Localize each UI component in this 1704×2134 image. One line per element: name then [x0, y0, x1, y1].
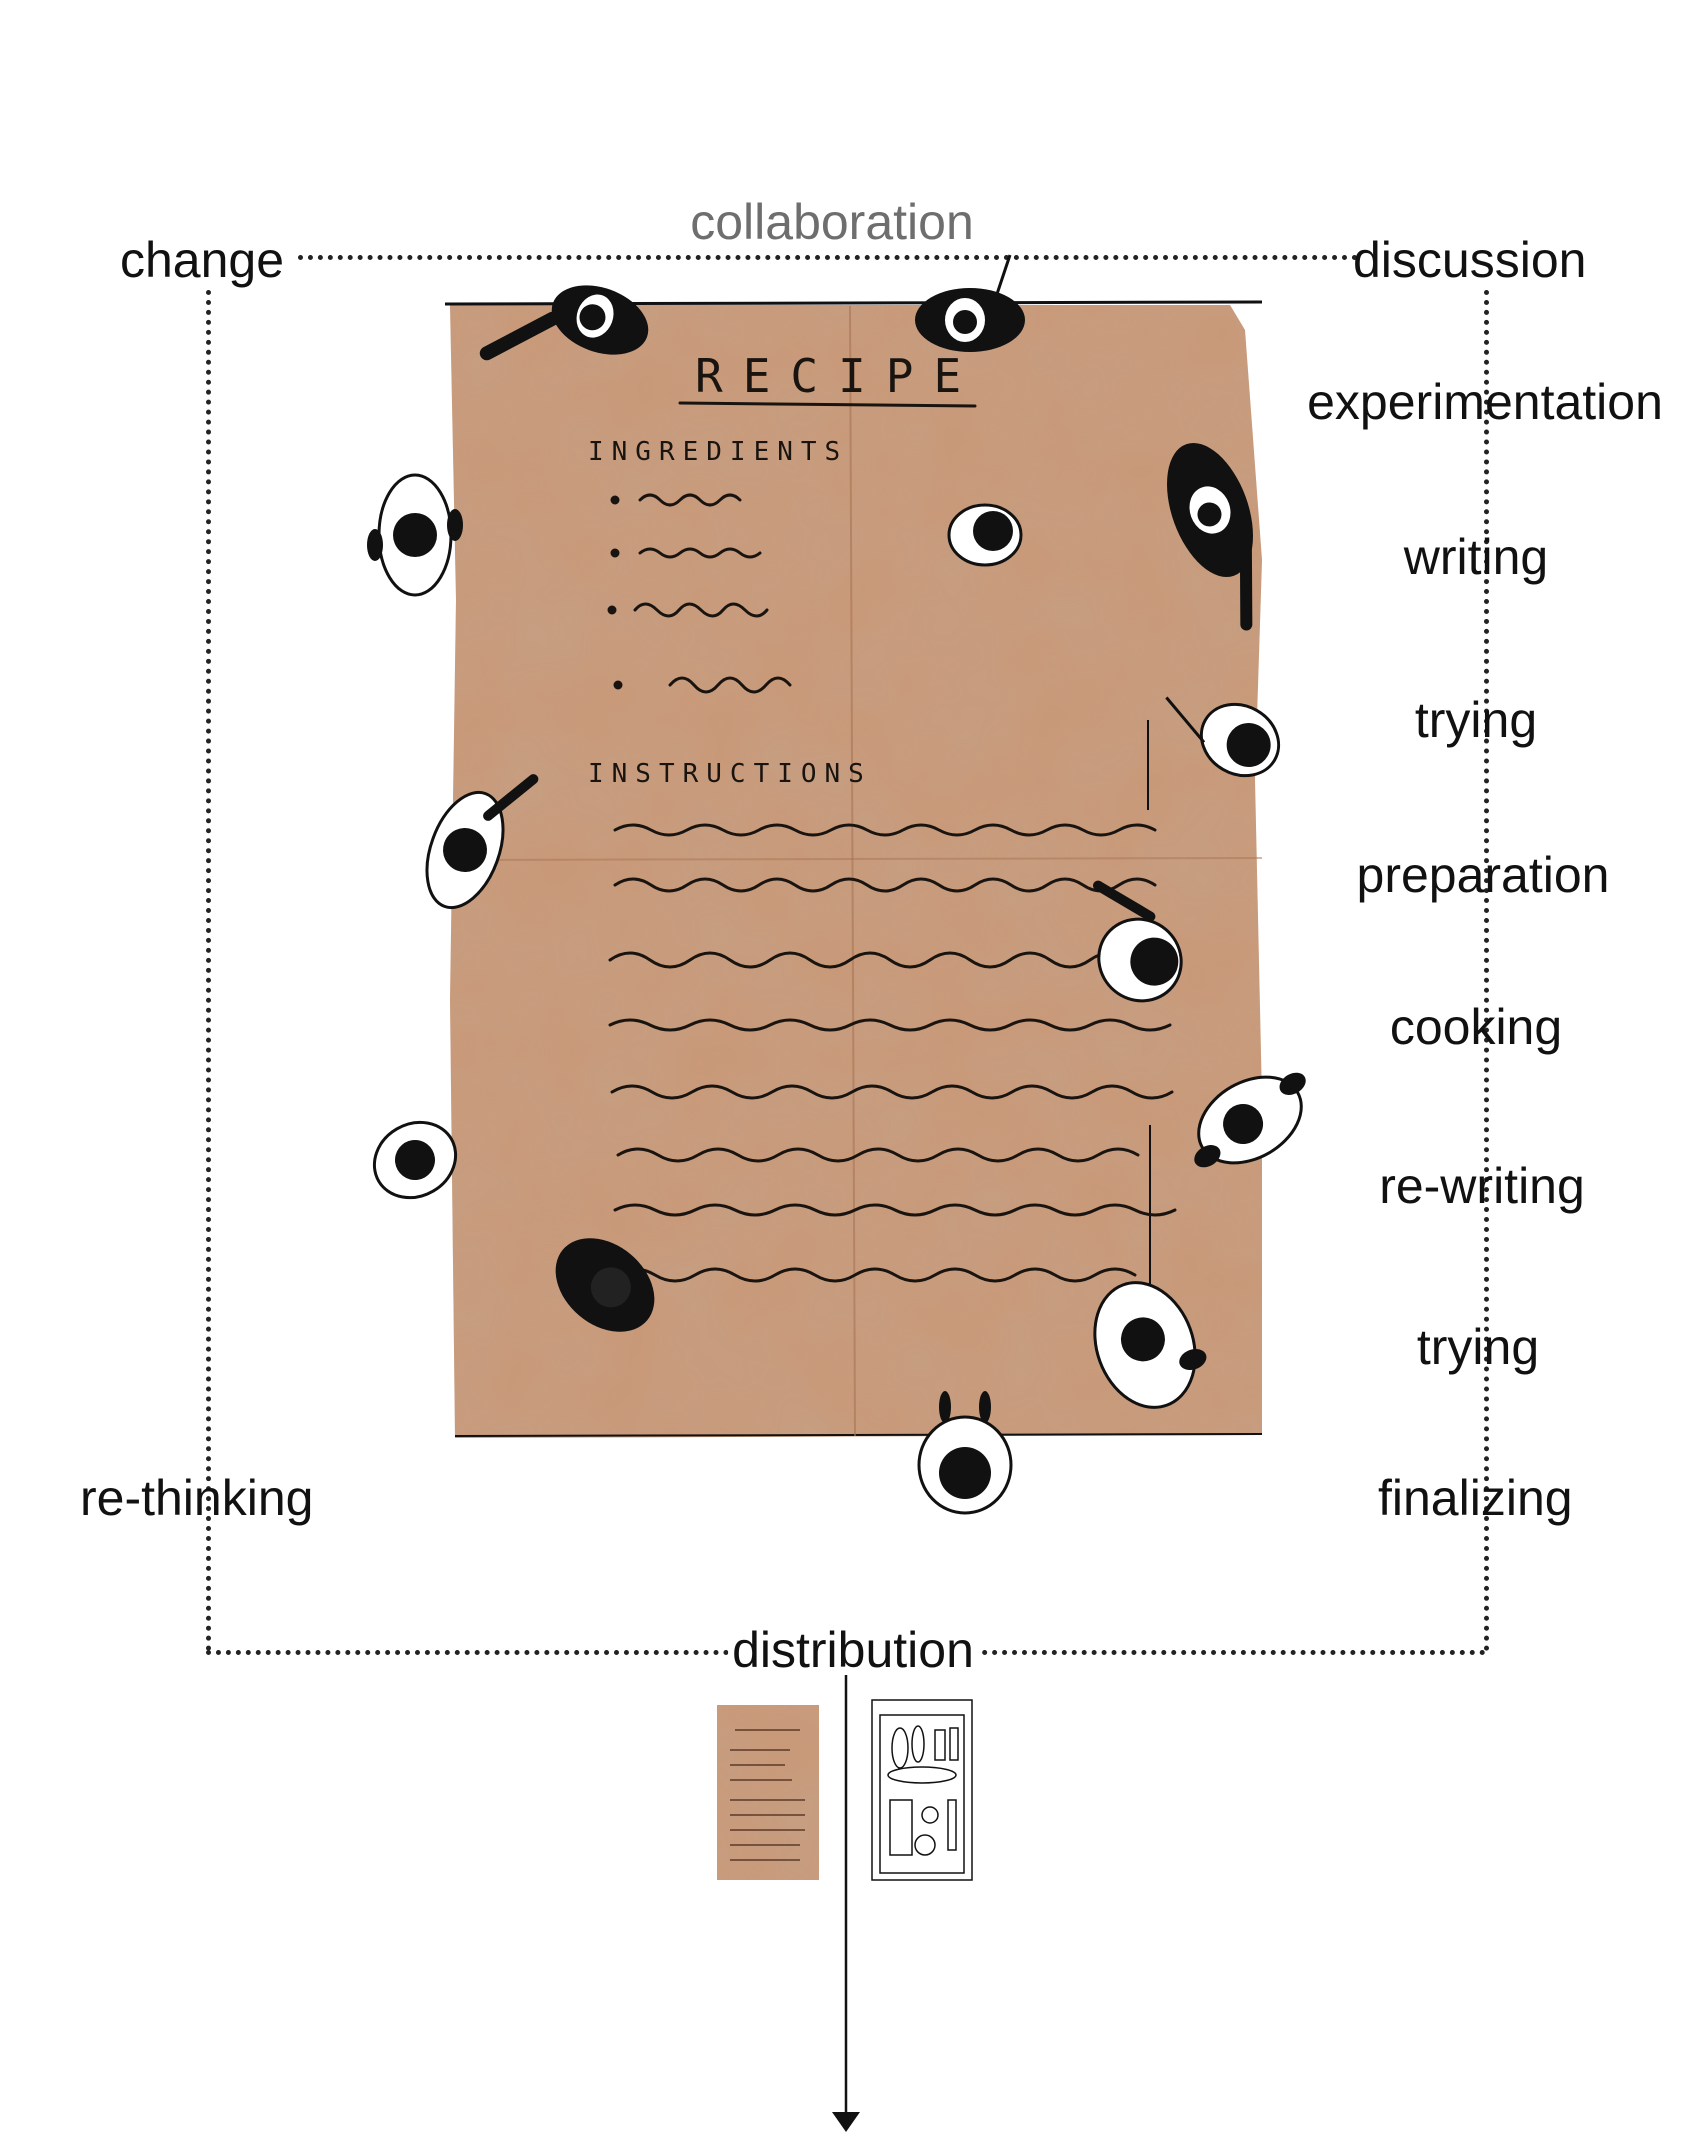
label-re-writing: re-writing	[1379, 1161, 1585, 1211]
person-figure	[367, 475, 463, 595]
label-trying-2: trying	[1417, 1322, 1539, 1372]
person-figure	[949, 505, 1021, 565]
distribution-mealbox-thumbnail	[872, 1700, 972, 1880]
label-distribution: distribution	[728, 1625, 978, 1675]
ingredients-heading: INGREDIENTS	[588, 437, 848, 467]
label-re-thinking: re-thinking	[80, 1473, 313, 1523]
label-experimentation: experimentation	[1307, 377, 1663, 427]
label-change: change	[120, 235, 284, 285]
recipe-title: RECIPE	[695, 349, 981, 403]
label-collaboration: collaboration	[690, 197, 974, 247]
label-cooking: cooking	[1390, 1002, 1562, 1052]
label-trying: trying	[1415, 695, 1537, 745]
label-discussion: discussion	[1353, 235, 1586, 285]
label-finalizing: finalizing	[1378, 1473, 1573, 1523]
label-writing: writing	[1404, 532, 1548, 582]
person-figure	[915, 255, 1025, 352]
distribution-recipe-thumbnail	[717, 1705, 819, 1880]
distribution-arrow	[832, 1675, 860, 2132]
label-preparation: preparation	[1357, 850, 1610, 900]
instructions-heading: INSTRUCTIONS	[588, 759, 872, 789]
